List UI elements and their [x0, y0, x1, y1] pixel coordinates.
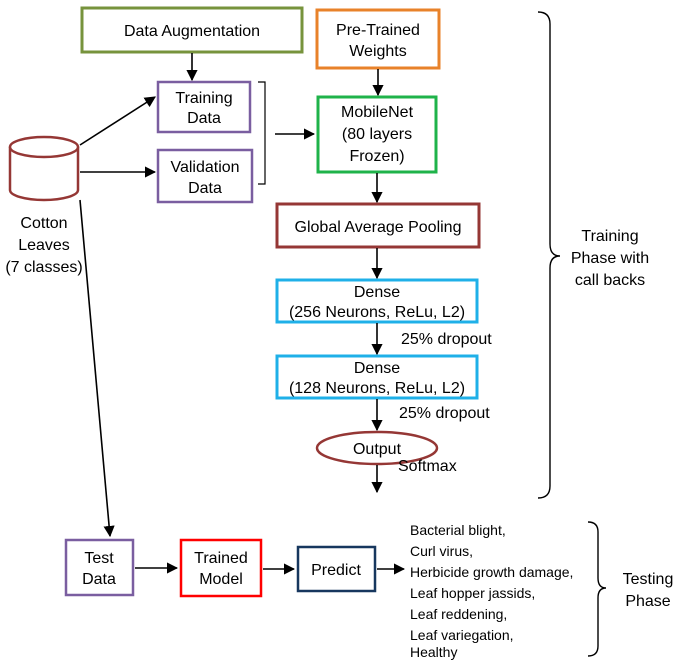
mobilenet-label-1: MobileNet [341, 104, 414, 121]
gap-box: Global Average Pooling [275, 202, 481, 249]
dense1-label-2: (256 Neurons, ReLu, L2) [289, 304, 465, 321]
dropout-1-label: 25% dropout [401, 331, 492, 348]
arrow-dataset-to-training [79, 96, 156, 146]
class-item: Leaf reddening, [410, 606, 507, 622]
test-data-box: Test Data [64, 538, 135, 597]
training-phase-label-3: call backs [575, 272, 645, 289]
training-data-box: Training Data [156, 80, 252, 134]
predict-label: Predict [311, 562, 361, 579]
predict-box: Predict [296, 545, 377, 593]
pretrained-weights-label-1: Pre-Trained [336, 22, 420, 39]
class-item: Healthy [410, 644, 457, 660]
softmax-label: Softmax [398, 458, 457, 475]
testing-phase-label-1: Testing [623, 571, 674, 588]
training-phase-label-1: Training [581, 228, 638, 245]
testing-phase-brace [587, 521, 607, 657]
mobilenet-label-2: (80 layers [342, 126, 412, 143]
test-data-label-2: Data [82, 571, 116, 588]
class-item: Bacterial blight, [410, 522, 506, 538]
training-data-label-2: Data [187, 110, 221, 127]
dropout-2-label: 25% dropout [399, 405, 490, 422]
mobilenet-box: MobileNet (80 layers Frozen) [316, 95, 438, 174]
class-list: Bacterial blight, Curl virus, Herbicide … [410, 522, 573, 660]
trained-model-label-1: Trained [194, 550, 248, 567]
class-item: Leaf variegation, [410, 627, 514, 643]
dense1-label-1: Dense [354, 284, 400, 301]
output-node: Output [315, 430, 439, 466]
dataset-label-3: (7 classes) [5, 259, 82, 276]
dense2-box: Dense (128 Neurons, ReLu, L2) [275, 354, 479, 400]
dataset-cylinder-icon [8, 135, 80, 202]
data-augmentation-box: Data Augmentation [80, 6, 304, 54]
dense1-box: Dense (256 Neurons, ReLu, L2) [275, 278, 479, 324]
validation-data-box: Validation Data [156, 148, 254, 204]
trained-model-box: Trained Model [179, 538, 263, 598]
training-phase-label-2: Phase with [571, 250, 649, 267]
training-data-label-1: Training [175, 90, 232, 107]
training-phase-brace [537, 11, 561, 499]
testing-phase-label-2: Phase [625, 593, 670, 610]
test-data-label-1: Test [84, 550, 114, 567]
dense2-label-1: Dense [354, 360, 400, 377]
validation-data-label-2: Data [188, 180, 222, 197]
trained-model-label-2: Model [199, 571, 243, 588]
class-item: Leaf hopper jassids, [410, 585, 535, 601]
dense2-label-2: (128 Neurons, ReLu, L2) [289, 380, 465, 397]
data-augmentation-label: Data Augmentation [124, 23, 260, 40]
data-split-bracket [258, 81, 266, 185]
pretrained-weights-label-2: Weights [349, 43, 407, 60]
arrow-dataset-to-test [79, 199, 115, 538]
validation-data-label-1: Validation [170, 159, 239, 176]
mobilenet-label-3: Frozen) [349, 148, 404, 165]
class-item: Herbicide growth damage, [410, 564, 573, 580]
dataset-label-1: Cotton [20, 215, 67, 232]
class-item: Curl virus, [410, 543, 473, 559]
gap-label: Global Average Pooling [295, 219, 462, 236]
dataset-label-2: Leaves [18, 237, 70, 254]
pretrained-weights-box: Pre-Trained Weights [315, 8, 441, 70]
output-label: Output [353, 441, 402, 458]
